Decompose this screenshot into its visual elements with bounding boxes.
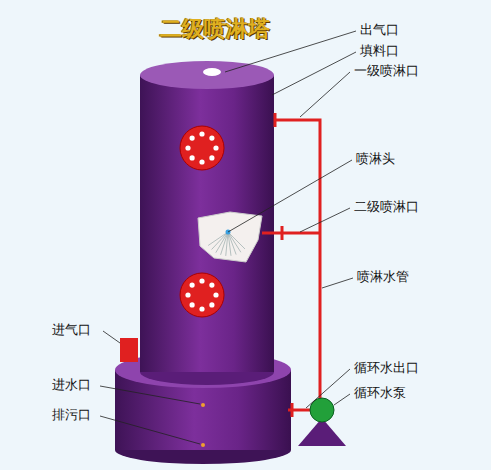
bolt-dot	[190, 155, 195, 160]
manhole-flange	[180, 126, 224, 170]
leader-line	[100, 31, 356, 444]
circulation-pump	[298, 398, 346, 446]
spray-stroke	[216, 232, 228, 253]
part-label: 一级喷淋口	[354, 64, 419, 78]
bolt-dot	[213, 292, 218, 297]
part-label: 喷淋头	[356, 152, 395, 166]
spray-stroke	[221, 232, 228, 255]
bolt-dot	[199, 159, 204, 164]
part-label: 循环水出口	[354, 361, 419, 375]
part-label: 排污口	[52, 408, 91, 422]
bolt-dot	[199, 278, 204, 283]
manhole-flange	[180, 273, 224, 317]
bolt-dot	[185, 145, 190, 150]
drain-port	[201, 443, 205, 447]
spray-stroke	[212, 232, 228, 249]
bolt-dot	[190, 283, 195, 288]
spray-stroke	[228, 232, 231, 256]
bolt-dot	[185, 292, 190, 297]
part-label: 进气口	[52, 323, 91, 337]
water-inlet	[201, 403, 205, 407]
bolt-dot	[209, 283, 214, 288]
gas-outlet	[203, 68, 221, 76]
bolt-dot	[213, 145, 218, 150]
bolt-dot	[209, 302, 214, 307]
part-label: 循环水泵	[354, 386, 406, 400]
spray-stroke	[208, 232, 228, 245]
spray-pipe	[262, 113, 320, 417]
part-label: 二级喷淋口	[354, 200, 419, 214]
bolt-dot	[190, 136, 195, 141]
part-label: 填料口	[360, 44, 399, 58]
tower-body	[140, 61, 274, 385]
part-label: 进水口	[52, 378, 91, 392]
spray-stroke	[228, 232, 245, 249]
bolt-dot	[199, 131, 204, 136]
bolt-dot	[199, 306, 204, 311]
bolt-dot	[209, 155, 214, 160]
diagram-title: 二级喷淋塔	[160, 14, 270, 44]
bolt-dot	[190, 302, 195, 307]
part-label: 喷淋水管	[357, 270, 409, 284]
spray-head	[198, 212, 262, 262]
gas-inlet	[120, 338, 138, 362]
part-label: 出气口	[360, 23, 399, 37]
bolt-dot	[209, 136, 214, 141]
